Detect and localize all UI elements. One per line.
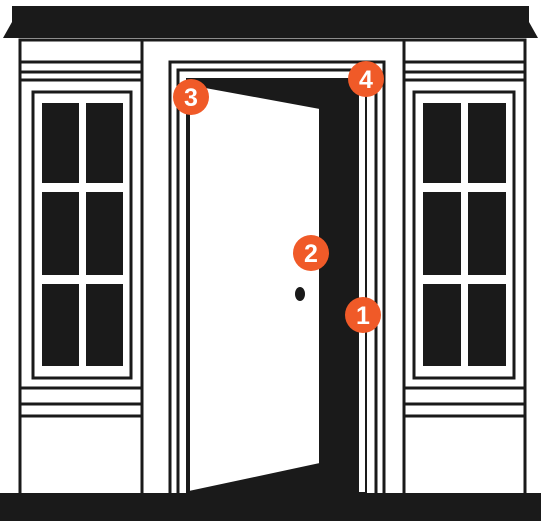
callout-1-label: 1: [356, 302, 370, 330]
callout-2-label: 2: [304, 240, 318, 268]
callout-1: 1: [345, 297, 381, 333]
left-sidelight: [20, 40, 142, 495]
floor-base: [0, 493, 541, 521]
callout-4: 4: [348, 61, 384, 97]
callout-3: 3: [173, 79, 209, 115]
callout-3-label: 3: [184, 84, 198, 112]
door-knob: [295, 287, 305, 301]
right-sidelight: [404, 40, 525, 495]
cornice: [3, 6, 538, 38]
callout-4-label: 4: [359, 66, 373, 94]
strike-side-jamb: [358, 78, 366, 493]
callout-2: 2: [293, 235, 329, 271]
